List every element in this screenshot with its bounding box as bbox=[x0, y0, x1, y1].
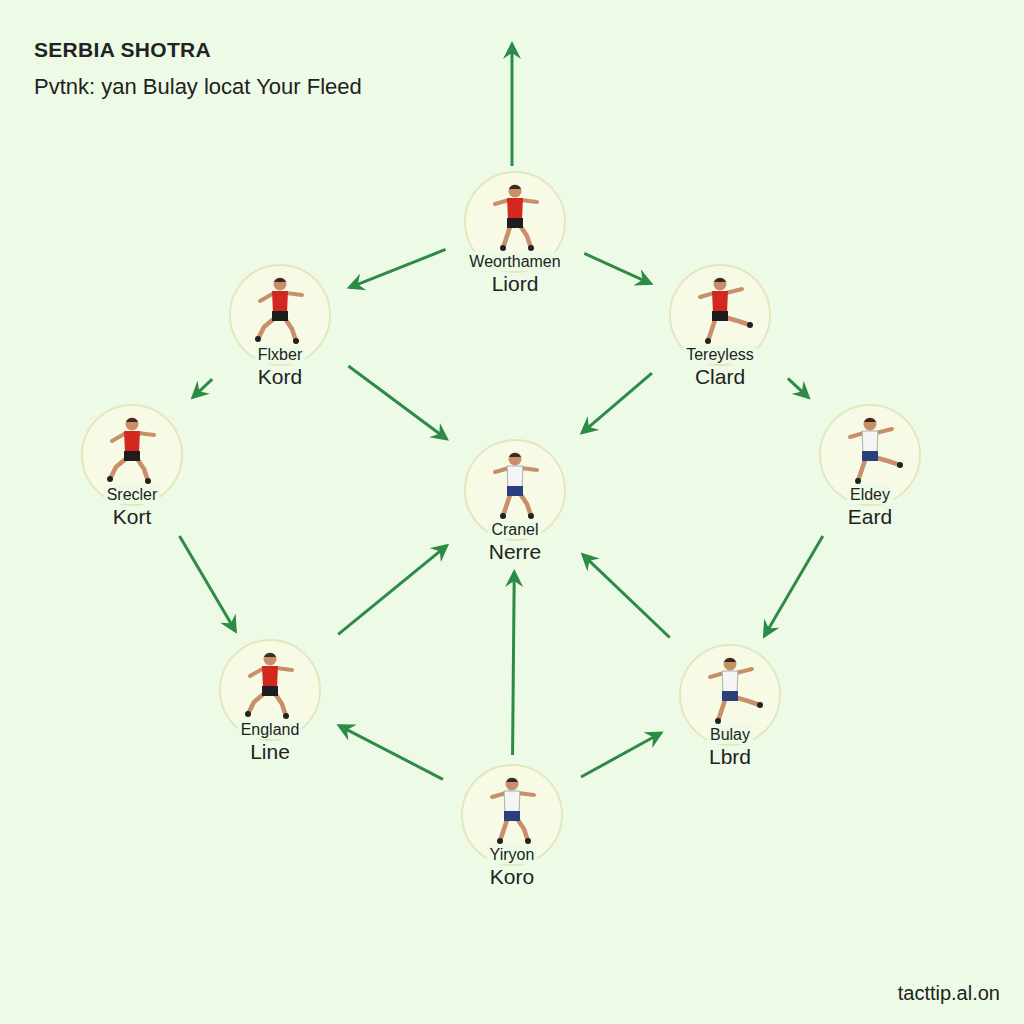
player-name: England bbox=[238, 720, 303, 739]
player-figure bbox=[700, 278, 753, 345]
pass-arrow bbox=[788, 378, 809, 397]
pass-arrow bbox=[764, 536, 822, 636]
player-name: Tereyless bbox=[683, 345, 757, 364]
player-role: Koro bbox=[450, 864, 574, 889]
player-node: EldeyEard bbox=[808, 403, 932, 529]
player-name: Eldey bbox=[847, 485, 893, 504]
pass-arrow bbox=[348, 366, 446, 439]
player-role: Nerre bbox=[453, 539, 577, 564]
player-role: Lbrd bbox=[668, 744, 792, 769]
player-node: WeorthamenLiord bbox=[453, 170, 577, 296]
player-name: Bulay bbox=[707, 725, 753, 744]
player-role: Liord bbox=[453, 271, 577, 296]
player-figure bbox=[492, 778, 534, 845]
pass-arrow bbox=[581, 733, 661, 777]
player-name: Cranel bbox=[488, 520, 541, 539]
player-figure bbox=[495, 185, 537, 252]
watermark: tacttip.al.on bbox=[898, 982, 1000, 1005]
player-role: Eard bbox=[808, 504, 932, 529]
pass-arrow bbox=[513, 572, 515, 755]
pass-arrow bbox=[582, 373, 652, 433]
player-name: Weorthamen bbox=[466, 252, 563, 271]
player-role: Kord bbox=[218, 364, 342, 389]
player-name: Srecler bbox=[104, 485, 161, 504]
player-role: Clard bbox=[658, 364, 782, 389]
player-role: Kort bbox=[70, 504, 194, 529]
player-name: Flxber bbox=[255, 345, 305, 364]
player-node: CranelNerre bbox=[453, 438, 577, 564]
player-figure bbox=[850, 418, 903, 485]
pass-arrow bbox=[193, 379, 212, 397]
player-figure bbox=[255, 278, 302, 345]
diagram-title: SERBIA SHOTRA bbox=[34, 38, 211, 62]
player-figure bbox=[107, 418, 154, 485]
forward-arrow bbox=[511, 44, 514, 166]
player-figure bbox=[710, 658, 763, 725]
player-node: SreclerKort bbox=[70, 403, 194, 529]
pass-arrow bbox=[583, 555, 670, 638]
player-name: Yiryon bbox=[487, 845, 538, 864]
player-figure bbox=[495, 453, 537, 520]
player-figure bbox=[245, 653, 292, 720]
pass-arrow bbox=[584, 253, 650, 283]
pass-arrow bbox=[349, 249, 445, 287]
pass-arrow bbox=[338, 546, 447, 635]
subtitle: Pvtnk: yan Bulay locat Your Fleed bbox=[34, 74, 362, 100]
pass-arrow bbox=[180, 536, 236, 631]
pass-arrow bbox=[339, 726, 443, 780]
player-node: YiryonKoro bbox=[450, 763, 574, 889]
player-node: FlxberKord bbox=[218, 263, 342, 389]
player-node: BulayLbrd bbox=[668, 643, 792, 769]
player-node: EnglandLine bbox=[208, 638, 332, 764]
player-node: TereylessClard bbox=[658, 263, 782, 389]
player-role: Line bbox=[208, 739, 332, 764]
